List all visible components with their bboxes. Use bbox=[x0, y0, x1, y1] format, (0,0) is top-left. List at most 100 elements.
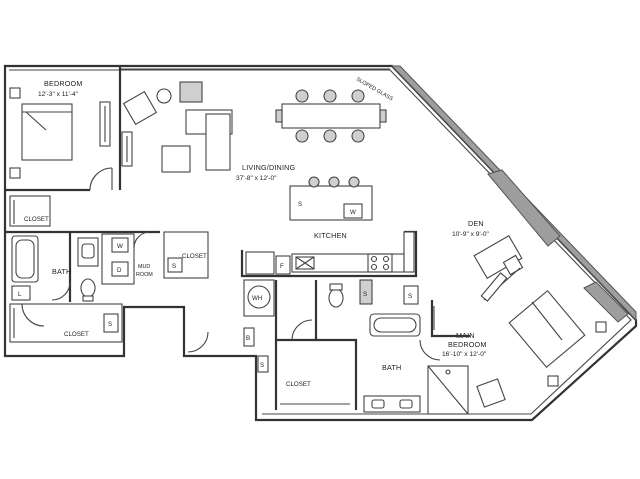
main-bedroom-dims: 16'-10" x 12'-0" bbox=[442, 351, 487, 358]
bedroom-label: BEDROOM bbox=[44, 79, 83, 88]
burner bbox=[382, 263, 390, 271]
washer-mark: W bbox=[117, 243, 123, 250]
dining-chair bbox=[275, 109, 283, 123]
dining-chair bbox=[295, 89, 309, 103]
bathtub-basin bbox=[15, 239, 35, 279]
nightstand-main bbox=[547, 375, 559, 387]
range-hood-cabinet bbox=[245, 251, 275, 275]
side-table bbox=[179, 81, 203, 103]
shower-diagonal bbox=[427, 365, 469, 415]
main-bedroom-glass-panel bbox=[583, 281, 629, 323]
burner bbox=[370, 263, 378, 271]
bath-right-label: BATH bbox=[382, 363, 401, 372]
closet-right-label: CLOSET bbox=[286, 381, 311, 388]
bedroom-door-swing bbox=[89, 167, 113, 191]
bar-stool bbox=[328, 176, 340, 188]
toilet-left bbox=[80, 278, 96, 298]
refrigerator bbox=[275, 255, 291, 275]
washer bbox=[111, 237, 129, 253]
sofa-chaise bbox=[205, 113, 231, 171]
bath-storage-mark: S bbox=[363, 291, 367, 298]
storage-cabinet bbox=[103, 313, 119, 333]
kitchen-sink bbox=[295, 256, 315, 270]
round-table bbox=[156, 88, 172, 104]
mud-room-label-1: MUD bbox=[138, 264, 150, 270]
bar-stool bbox=[348, 176, 360, 188]
mud-storage-mark: S bbox=[172, 263, 176, 270]
entry-door-swing bbox=[187, 331, 209, 353]
closet-right-door-swing bbox=[291, 319, 313, 341]
bathtub-right-basin bbox=[373, 317, 417, 333]
dining-table bbox=[281, 103, 381, 129]
water-heater bbox=[247, 285, 271, 309]
main-bed bbox=[508, 289, 586, 369]
entry-bench bbox=[243, 327, 255, 347]
dining-chair bbox=[323, 89, 337, 103]
utility-closet bbox=[243, 279, 275, 317]
main-bedroom-wall bbox=[430, 300, 470, 338]
linen-mark: L bbox=[18, 291, 22, 298]
den-dims: 10'-9" x 9'-0" bbox=[452, 231, 490, 238]
closet-hall-label: CLOSET bbox=[64, 331, 89, 338]
fridge-mark: F bbox=[280, 263, 284, 270]
bed-cover-fold bbox=[25, 111, 47, 131]
island-storage-mark: S bbox=[298, 201, 302, 208]
closet-door-swing bbox=[21, 303, 45, 327]
nightstand-main bbox=[595, 321, 607, 333]
mud-closet bbox=[163, 231, 209, 279]
dryer bbox=[111, 261, 129, 277]
linen-cabinet bbox=[11, 285, 31, 301]
nightstand bbox=[9, 87, 21, 99]
entry-storage-mark: S bbox=[260, 362, 264, 369]
vanity-sink bbox=[371, 399, 385, 409]
bath-storage-2-mark: S bbox=[408, 293, 412, 300]
sink-left bbox=[81, 243, 95, 259]
island-stools bbox=[308, 176, 360, 188]
burner bbox=[370, 255, 378, 263]
bedroom-dims: 12'-3" x 11'-4" bbox=[38, 91, 79, 98]
toilet-right bbox=[328, 288, 344, 308]
nightstand bbox=[9, 167, 21, 179]
den-shelf bbox=[480, 272, 508, 302]
bath-right-door-swing bbox=[419, 339, 441, 361]
living-dims: 37'-8" x 12'-0" bbox=[236, 175, 277, 182]
hall-closet bbox=[9, 303, 123, 343]
main-bedroom-label-2: BEDROOM bbox=[448, 340, 487, 349]
bath-right-walls bbox=[274, 280, 358, 410]
bath-left-label: BATH bbox=[52, 267, 71, 276]
armchair bbox=[122, 90, 158, 126]
bathtub-right bbox=[369, 313, 421, 337]
dining-chair bbox=[351, 89, 365, 103]
vanity-sink bbox=[399, 399, 413, 409]
den-label: DEN bbox=[468, 219, 484, 228]
laundry-nook bbox=[101, 233, 135, 285]
dryer-mark: D bbox=[117, 267, 122, 274]
bar-stool bbox=[308, 176, 320, 188]
storage-mark: S bbox=[108, 321, 112, 328]
living-label: LIVING/DINING bbox=[242, 163, 296, 172]
bath-storage-2 bbox=[403, 285, 419, 305]
island-washer bbox=[343, 203, 363, 219]
closet-mud-label: CLOSET bbox=[182, 253, 207, 260]
bench-mark: B bbox=[246, 335, 250, 342]
entry-storage bbox=[257, 355, 269, 373]
tall-cabinet bbox=[403, 231, 415, 273]
dining-chair bbox=[323, 129, 337, 143]
bathtub-left bbox=[11, 235, 39, 283]
dining-chair bbox=[295, 129, 309, 143]
main-bed-fold bbox=[531, 301, 563, 341]
vanity-left bbox=[77, 237, 99, 267]
kitchen-label: KITCHEN bbox=[314, 231, 347, 240]
closet-bed-label: CLOSET bbox=[24, 216, 49, 223]
shower-drain bbox=[445, 369, 451, 375]
dining-chair bbox=[379, 109, 387, 123]
mud-door-swing bbox=[133, 231, 151, 249]
bedroom-closet bbox=[9, 195, 51, 227]
bath-door-swing bbox=[51, 281, 71, 301]
bath-storage bbox=[359, 279, 373, 305]
sink-cross bbox=[295, 256, 315, 270]
toilet-tank bbox=[82, 295, 94, 302]
cooktop bbox=[367, 253, 393, 273]
den-desk bbox=[473, 234, 523, 280]
